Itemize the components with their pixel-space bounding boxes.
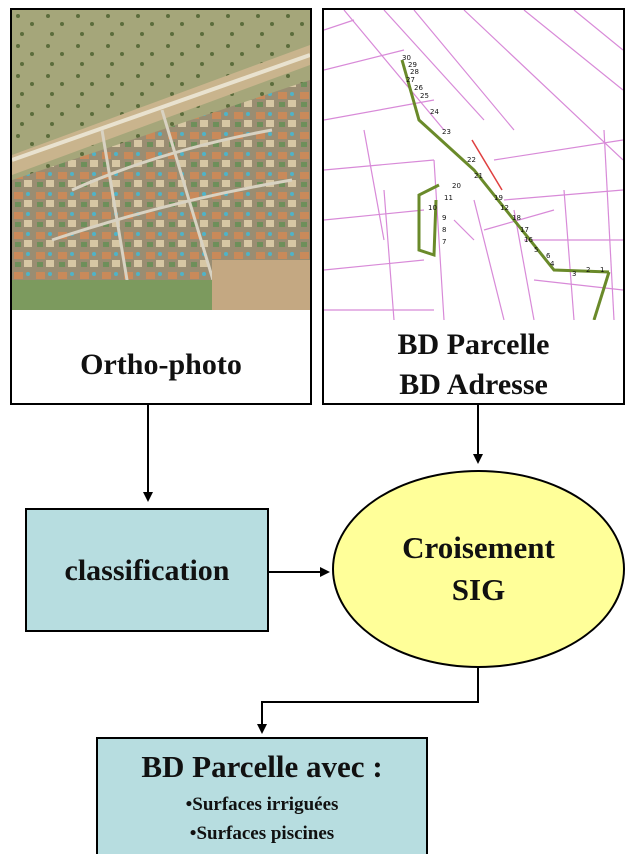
output-title: BD Parcelle avec :: [141, 749, 383, 784]
svg-text:24: 24: [430, 108, 439, 116]
svg-text:1: 1: [600, 266, 604, 274]
svg-text:12: 12: [500, 204, 509, 212]
svg-text:10: 10: [428, 204, 437, 212]
svg-text:4: 4: [550, 260, 555, 268]
bd-adresse-label: BD Adresse: [399, 368, 548, 401]
svg-text:26: 26: [414, 84, 423, 92]
ortho-photo-panel: Ortho-photo: [10, 8, 312, 405]
svg-text:5: 5: [534, 246, 538, 254]
bd-parcelle-label: BD Parcelle: [397, 328, 550, 361]
classification-box: classification: [25, 508, 269, 632]
svg-text:21: 21: [474, 172, 483, 180]
svg-text:3: 3: [572, 270, 576, 278]
svg-text:8: 8: [442, 226, 446, 234]
classification-label: classification: [64, 554, 230, 587]
svg-text:27: 27: [406, 76, 415, 84]
output-box: BD Parcelle avec : •Surfaces irriguées •…: [96, 737, 428, 854]
svg-text:6: 6: [546, 252, 551, 260]
arrow-croisement-to-output: [257, 668, 479, 734]
output-item-irriguees: •Surfaces irriguées: [185, 794, 339, 815]
svg-text:19: 19: [494, 194, 503, 202]
svg-text:22: 22: [467, 156, 476, 164]
svg-text:7: 7: [442, 238, 446, 246]
svg-text:17: 17: [520, 226, 529, 234]
aerial-image-svg: [12, 10, 310, 310]
svg-text:18: 18: [512, 214, 521, 222]
svg-text:9: 9: [442, 214, 446, 222]
svg-text:23: 23: [442, 128, 451, 136]
svg-text:29: 29: [408, 61, 417, 69]
svg-text:20: 20: [452, 182, 461, 190]
svg-text:11: 11: [444, 194, 453, 202]
ortho-photo-image: [12, 10, 310, 310]
svg-text:16: 16: [524, 236, 533, 244]
svg-text:25: 25: [420, 92, 429, 100]
croisement-label: Croisement: [402, 530, 555, 565]
svg-text:2: 2: [586, 266, 590, 274]
svg-text:30: 30: [402, 54, 411, 62]
ortho-photo-label: Ortho-photo: [80, 348, 242, 381]
output-item-piscines: •Surfaces piscines: [189, 823, 335, 844]
sig-label: SIG: [451, 572, 506, 607]
croisement-sig-ellipse: Croisement SIG: [332, 470, 625, 668]
svg-text:28: 28: [410, 68, 419, 76]
